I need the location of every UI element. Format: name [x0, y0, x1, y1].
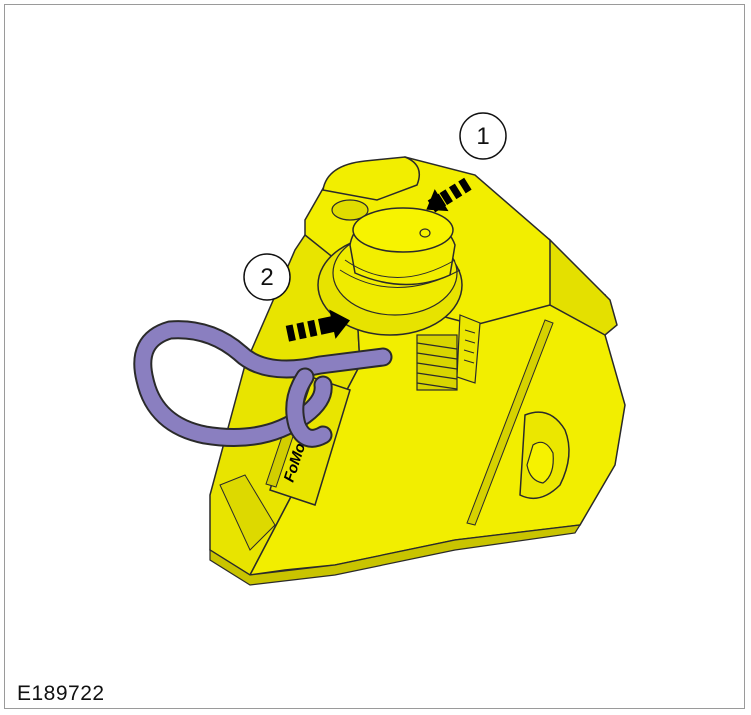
callout-2-number: 2 [260, 264, 273, 291]
callout-2: 2 [244, 254, 290, 300]
figure-id: E189722 [17, 683, 105, 704]
tool-illustration: FoMoC [5, 5, 746, 710]
callout-1-number: 1 [476, 123, 489, 150]
callout-1: 1 [460, 113, 506, 159]
figure-frame: FoMoC [4, 4, 745, 709]
